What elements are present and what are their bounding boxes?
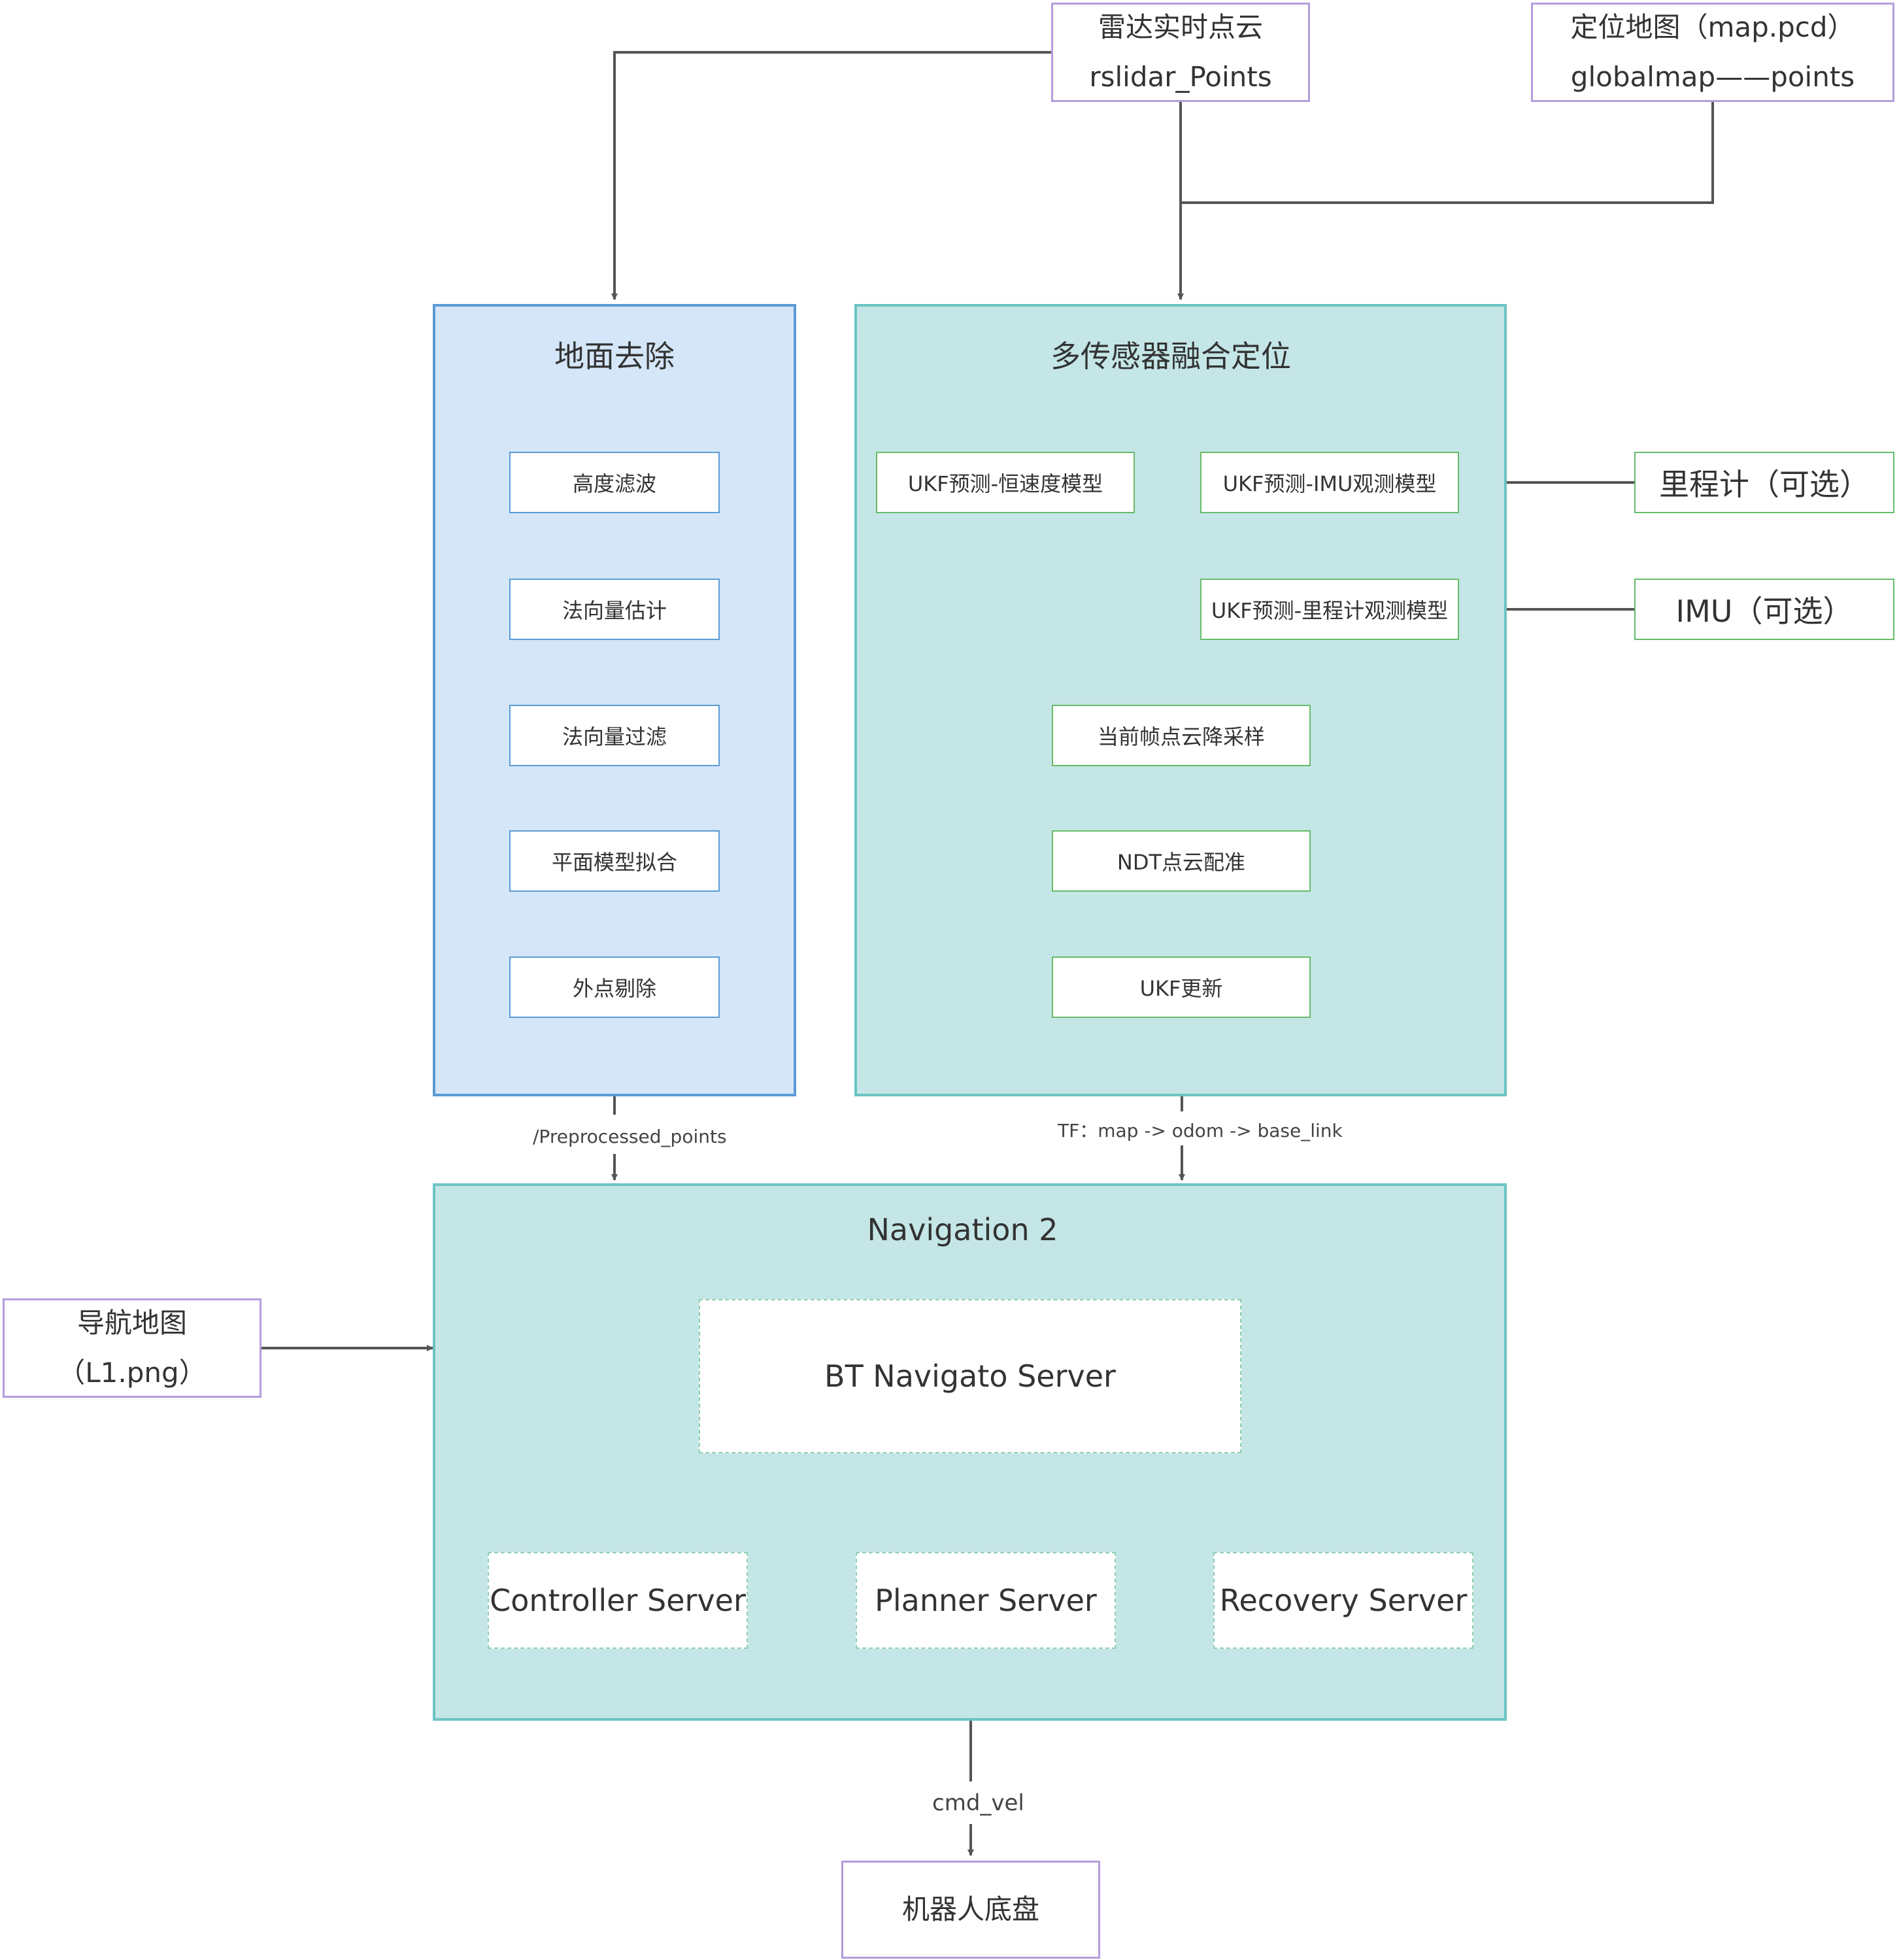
- edge-label-preprocessed: /Preprocessed_points: [533, 1126, 727, 1147]
- lidar-input-box: 雷达实时点云 rslidar_Points: [1051, 3, 1310, 102]
- fusion-title: 多传感器融合定位: [1050, 339, 1291, 374]
- pcd-map-topic: globalmap——points: [1570, 61, 1855, 93]
- ground-step-plane-fit: 平面模型拟合: [509, 830, 720, 892]
- edge-label-tf: TF：map -> odom -> base_link: [1058, 1120, 1343, 1141]
- ukf-odom-box: UKF预测-里程计观测模型: [1200, 579, 1459, 640]
- ndt-box: NDT点云配准: [1052, 830, 1311, 892]
- wire-lidar-to-ground: [611, 51, 1051, 300]
- navigation2-title: Navigation 2: [867, 1212, 1058, 1247]
- nav-map-input-box: 导航地图 （L1.png）: [3, 1298, 261, 1398]
- ukf-const-velocity-box: UKF预测-恒速度模型: [876, 452, 1135, 513]
- ukf-imu-box: UKF预测-IMU观测模型: [1200, 452, 1459, 513]
- nav-map-file: （L1.png）: [58, 1357, 207, 1389]
- odometer-input-box: 里程计（可选）: [1634, 452, 1894, 513]
- imu-input-box: IMU（可选）: [1634, 579, 1894, 640]
- ground-step-normal-estimation: 法向量估计: [509, 579, 720, 640]
- planner-server-box: Planner Server: [856, 1552, 1116, 1649]
- controller-server-box: Controller Server: [488, 1552, 748, 1649]
- downsample-box: 当前帧点云降采样: [1052, 705, 1311, 766]
- ukf-update-box: UKF更新: [1052, 956, 1311, 1018]
- ground-step-normal-filter: 法向量过滤: [509, 705, 720, 766]
- lidar-topic: rslidar_Points: [1089, 61, 1272, 93]
- ground-step-outlier-removal: 外点剔除: [509, 956, 720, 1018]
- ground-removal-title: 地面去除: [554, 339, 675, 374]
- edge-label-cmd-vel: cmd_vel: [932, 1790, 1024, 1816]
- recovery-server-box: Recovery Server: [1213, 1552, 1473, 1649]
- pcd-map-title: 定位地图（map.pcd）: [1570, 11, 1855, 43]
- wire-pcdmap-to-fusion: [1181, 101, 1714, 204]
- pcd-map-input-box: 定位地图（map.pcd） globalmap——points: [1531, 3, 1894, 102]
- robot-chassis-box: 机器人底盘: [841, 1861, 1100, 1959]
- ground-step-height-filter: 高度滤波: [509, 452, 720, 513]
- lidar-title: 雷达实时点云: [1098, 11, 1263, 43]
- bt-navigator-server-box: BT Navigato Server: [699, 1299, 1241, 1453]
- robot-chassis-label: 机器人底盘: [901, 1893, 1039, 1925]
- nav-map-title: 导航地图: [76, 1307, 187, 1339]
